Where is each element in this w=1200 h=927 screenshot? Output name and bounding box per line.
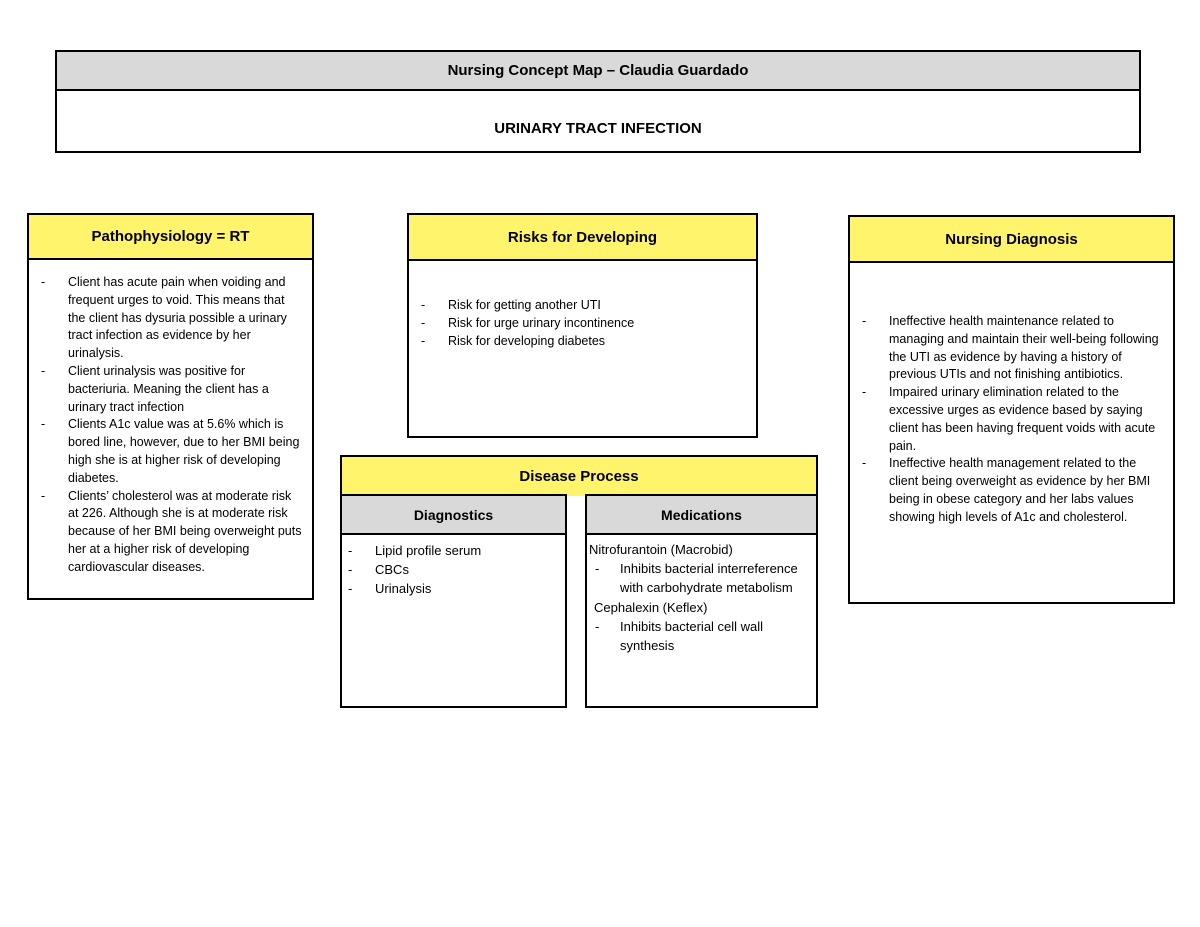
medication-name: Cephalexin (Keflex) <box>594 600 708 615</box>
medications-title: Medications <box>587 496 816 535</box>
list-item: Ineffective health maintenance related t… <box>862 313 1165 384</box>
risks-title: Risks for Developing <box>409 215 756 261</box>
nursing-diagnosis-box: Nursing Diagnosis Ineffective health mai… <box>848 215 1175 604</box>
list-item: Client urinalysis was positive for bacte… <box>41 363 304 416</box>
list-item: Risk for urge urinary incontinence <box>421 315 746 333</box>
risks-box: Risks for Developing Risk for getting an… <box>407 213 758 438</box>
list-item: CBCs <box>348 560 559 579</box>
list-item: Risk for developing diabetes <box>421 333 746 351</box>
pathophysiology-content: Client has acute pain when voiding and f… <box>29 260 312 577</box>
list-item: Clients’ cholesterol was at moderate ris… <box>41 488 304 577</box>
pathophysiology-box: Pathophysiology = RT Client has acute pa… <box>27 213 314 600</box>
list-item: Risk for getting another UTI <box>421 297 746 315</box>
diagnostics-list: Lipid profile serum CBCs Urinalysis <box>348 541 559 598</box>
nursing-diagnosis-content: Ineffective health maintenance related t… <box>850 263 1173 527</box>
medication-action-list: Inhibits bacterial interreference with c… <box>589 559 810 597</box>
risks-content: Risk for getting another UTI Risk for ur… <box>409 261 756 350</box>
medication-name: Nitrofurantoin (Macrobid) <box>589 542 733 557</box>
list-item: Urinalysis <box>348 579 559 598</box>
medications-box: Medications Nitrofurantoin (Macrobid) In… <box>585 494 818 708</box>
pathophysiology-list: Client has acute pain when voiding and f… <box>41 274 304 577</box>
title-block: Nursing Concept Map – Claudia Guardado U… <box>55 50 1141 153</box>
pathophysiology-title: Pathophysiology = RT <box>29 215 312 260</box>
diagnostics-title: Diagnostics <box>342 496 565 535</box>
medications-content: Nitrofurantoin (Macrobid) Inhibits bacte… <box>587 535 816 655</box>
list-item: Client has acute pain when voiding and f… <box>41 274 304 363</box>
disease-process-title: Disease Process <box>340 455 818 496</box>
nursing-diagnosis-list: Ineffective health maintenance related t… <box>862 313 1165 527</box>
medication-action: Inhibits bacterial cell wall synthesis <box>589 617 810 655</box>
medication-action: Inhibits bacterial interreference with c… <box>589 559 810 597</box>
nursing-diagnosis-title: Nursing Diagnosis <box>850 217 1173 263</box>
document-subtitle: URINARY TRACT INFECTION <box>494 119 702 137</box>
risks-list: Risk for getting another UTI Risk for ur… <box>421 297 746 350</box>
list-item: Lipid profile serum <box>348 541 559 560</box>
list-item: Impaired urinary elimination related to … <box>862 384 1165 455</box>
medication-action-list: Inhibits bacterial cell wall synthesis <box>589 617 810 655</box>
document-header: Nursing Concept Map – Claudia Guardado <box>57 52 1139 91</box>
list-item: Ineffective health management related to… <box>862 455 1165 526</box>
list-item: Clients A1c value was at 5.6% which is b… <box>41 416 304 487</box>
diagnostics-content: Lipid profile serum CBCs Urinalysis <box>342 535 565 598</box>
diagnostics-box: Diagnostics Lipid profile serum CBCs Uri… <box>340 494 567 708</box>
